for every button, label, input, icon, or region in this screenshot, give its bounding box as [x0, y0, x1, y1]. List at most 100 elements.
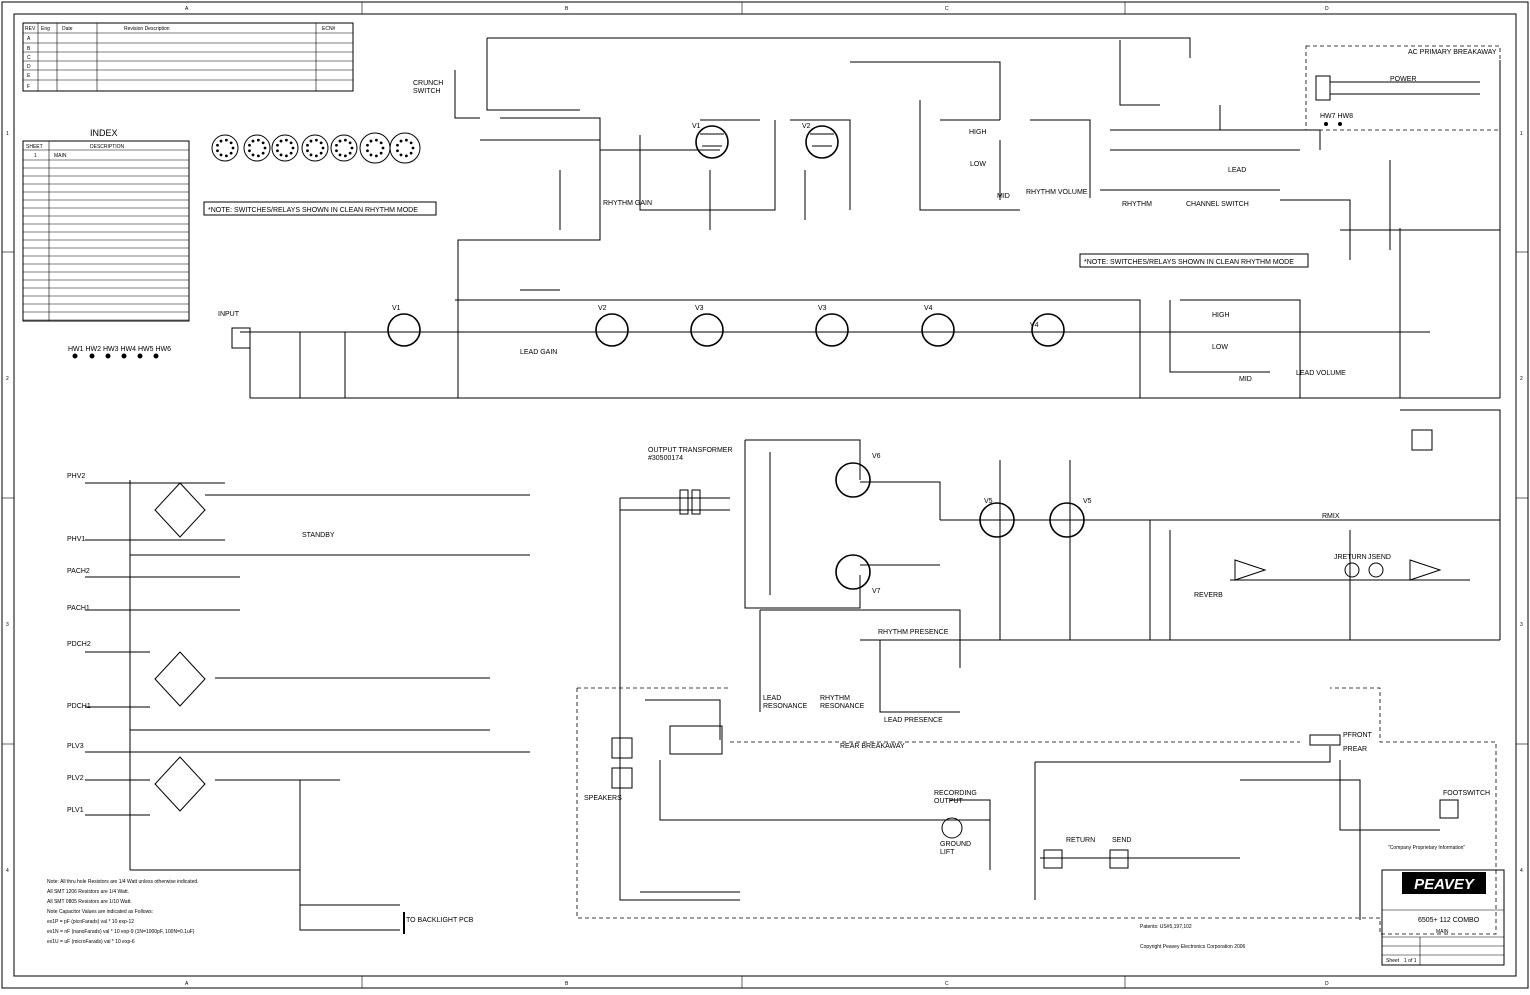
inner-border — [13, 13, 1517, 977]
standby-label: STANDBY — [302, 532, 335, 539]
lead-gain-label: LEAD GAIN — [520, 349, 557, 356]
rear-breakaway-label: REAR BREAKAWAY — [840, 743, 905, 750]
tube-v2-label: V2 — [802, 123, 811, 130]
rhythm-preamp-wiring — [454, 37, 1501, 398]
tube-v1-lead-label: V1 — [392, 305, 401, 312]
power-supply-wiring — [85, 480, 530, 931]
power-tubes: V6 V7 V5 V5 — [835, 453, 1092, 595]
rev-row-d: D — [27, 64, 31, 70]
zone-d-top: D — [1325, 6, 1329, 12]
note-line-1: Note: All thru hole Resistors are 1/4 Wa… — [47, 879, 199, 885]
zone-c-bottom: C — [945, 981, 949, 987]
tube-sockets — [211, 132, 421, 164]
tube-v2-lead — [595, 313, 629, 347]
rail-pdch1: PDCH1 — [67, 703, 91, 710]
reverb-label: REVERB — [1194, 592, 1223, 599]
zone-d-bottom: D — [1325, 981, 1329, 987]
zone-1-right: 1 — [1520, 131, 1523, 137]
zone-a-bottom: A — [185, 981, 189, 987]
note-switches-preamp: *NOTE: SWITCHES/RELAYS SHOWN IN CLEAN RH… — [208, 207, 418, 214]
rev-row-b: B — [27, 46, 31, 52]
lead-mid-label: MID — [1239, 376, 1252, 383]
company-proprietary: "Company Proprietary Information" — [1388, 845, 1465, 851]
rev-header-date: Date — [62, 26, 73, 32]
tube-socket-7 — [389, 132, 421, 164]
note-line-2: All SMT 1206 Resistors are 1/4 Watt. — [47, 889, 129, 895]
tube-v3b-lead — [815, 313, 849, 347]
send-label: SEND — [1112, 837, 1131, 844]
zone-b-top: B — [565, 6, 569, 12]
ac-primary-label: AC PRIMARY BREAKAWAY — [1408, 49, 1497, 56]
zone-labels: A B C D A B C D 1 2 3 4 1 2 3 4 — [6, 6, 1523, 987]
rail-pdch2: PDCH2 — [67, 641, 91, 648]
tube-v4b-lead — [1031, 313, 1065, 347]
power-amp-wiring — [620, 409, 1501, 713]
output-transformer-label: OUTPUT TRANSFORMER#30500174 — [648, 447, 733, 462]
fx-loop-wiring — [1034, 746, 1459, 920]
rev-header-ecn: ECN# — [322, 26, 336, 32]
hw7-hw8-label: HW7 HW8 — [1320, 113, 1353, 120]
tube-v7-label: V7 — [872, 588, 881, 595]
note-box-lead — [1079, 253, 1309, 268]
jreturn-label: JRETURN — [1334, 554, 1367, 561]
rail-phv1: PHV1 — [67, 536, 85, 543]
rev-row-e: E — [27, 73, 31, 79]
lead-relay-label: LEAD — [1228, 167, 1246, 174]
return-label: RETURN — [1066, 837, 1095, 844]
note-box-top — [203, 201, 437, 216]
index-header-description: DESCRIPTION — [90, 144, 125, 150]
rail-plv1: PLV1 — [67, 807, 84, 814]
tube-v5a — [979, 502, 1015, 538]
speakers-label: SPEAKERS — [584, 795, 622, 802]
rail-plv2: PLV2 — [67, 775, 84, 782]
bottom-notes: Note: All thru hole Resistors are 1/4 Wa… — [47, 879, 199, 945]
tube-v4b-lead-label: V4 — [1030, 322, 1039, 329]
rhythm-high-label: HIGH — [969, 129, 987, 136]
tube-v1-top — [695, 125, 729, 159]
zone-1-left: 1 — [6, 131, 9, 137]
channel-switch-label: CHANNEL SWITCH — [1186, 201, 1249, 208]
zone-2-left: 2 — [6, 376, 9, 382]
note-line-3: All SMT 0805 Resistors are 1/10 Watt. — [47, 899, 132, 905]
note-line-6: ex1N = nF (nanoFarads) val * 10 exp-9 (1… — [47, 929, 195, 935]
rhythm-volume-label: RHYTHM VOLUME — [1026, 189, 1088, 196]
prear-label: PREAR — [1343, 746, 1367, 753]
patents-label: Patents: US#5,197,102 — [1140, 924, 1192, 930]
rev-row-a: A — [27, 36, 31, 42]
tube-v1-label: V1 — [692, 123, 701, 130]
lead-preamp-wiring — [240, 228, 1500, 399]
copyright-label: Copyright Peavey Electronics Corporation… — [1140, 944, 1246, 950]
rhythm-mid-label: MID — [997, 193, 1010, 200]
rev-header-rev: REV — [25, 26, 36, 32]
rhythm-tubes: V1 V2 — [692, 123, 839, 159]
hw-row-label: HW1 HW2 HW3 HW4 HW5 HW6 — [68, 346, 171, 353]
zone-2-right: 2 — [1520, 376, 1523, 382]
tube-socket-6 — [359, 132, 391, 164]
rev-header-description: Revision Description — [124, 26, 170, 32]
lead-tubes: V1 V2 V3 V3 V4 V4 — [387, 305, 1065, 347]
note-line-4: Note Capacitor Values are indicated as F… — [47, 909, 153, 915]
zone-3-right: 3 — [1520, 622, 1523, 628]
revision-table: REV Eng Date Revision Description ECN# A… — [22, 22, 354, 92]
note-line-5: ex1P = pF (picoFarads) val * 10 exp-12 — [47, 919, 134, 925]
tube-socket-2 — [243, 134, 271, 162]
note-switches-lead: *NOTE: SWITCHES/RELAYS SHOWN IN CLEAN RH… — [1084, 259, 1294, 266]
tube-socket-1 — [211, 134, 239, 162]
tube-v2-lead-label: V2 — [598, 305, 607, 312]
rail-phv2: PHV2 — [67, 473, 85, 480]
tube-socket-3 — [271, 134, 299, 162]
tube-v3-lead-label: V3 — [695, 305, 704, 312]
lead-volume-label: LEAD VOLUME — [1296, 370, 1346, 377]
tube-v5a-label: V5 — [984, 498, 993, 505]
bridge-rectifiers — [154, 482, 206, 812]
index-table: INDEX SHEET DESCRIPTION 1 MAIN — [22, 128, 190, 322]
sheet-label: Sheet — [1386, 958, 1400, 964]
power-rail-labels: PHV2 PHV1 PACH2 PACH1 PDCH2 PDCH1 PLV3 P… — [67, 473, 91, 814]
